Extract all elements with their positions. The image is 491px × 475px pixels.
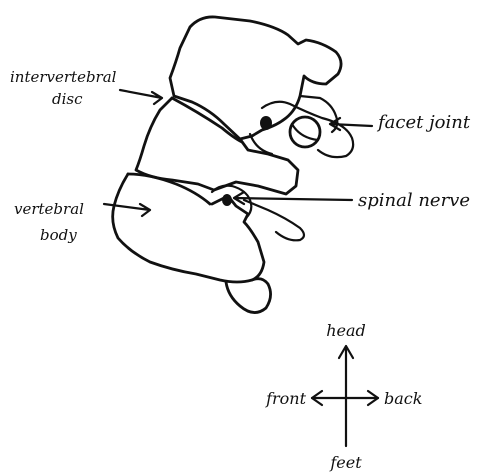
facet-joint-circle bbox=[290, 117, 320, 147]
label-intervertebral: intervertebral bbox=[10, 68, 117, 86]
intervertebral-disc-upper bbox=[172, 98, 242, 142]
middle-vertebra bbox=[136, 98, 353, 194]
facet-joint-gap bbox=[292, 124, 318, 140]
label-disc: disc bbox=[52, 90, 83, 108]
pointer-intervertebral-disc bbox=[120, 90, 162, 104]
lower-vertebra-foot bbox=[226, 279, 271, 313]
compass-head-label: head bbox=[326, 321, 366, 340]
lower-vertebra bbox=[113, 174, 304, 313]
compass-back-label: back bbox=[384, 389, 422, 408]
label-body: body bbox=[40, 226, 77, 244]
label-vertebral: vertebral bbox=[14, 200, 84, 218]
upper-nerve-dot bbox=[260, 116, 272, 130]
label-facet-joint: facet joint bbox=[376, 112, 471, 133]
direction-compass: head feet front back bbox=[265, 321, 422, 472]
pointer-facet-joint bbox=[330, 118, 372, 130]
compass-front-label: front bbox=[265, 389, 307, 408]
label-spinal-nerve: spinal nerve bbox=[358, 190, 470, 211]
compass-feet-label: feet bbox=[329, 453, 362, 472]
lower-nerve-dot bbox=[222, 194, 232, 206]
pointer-vertebral-body bbox=[104, 204, 150, 216]
